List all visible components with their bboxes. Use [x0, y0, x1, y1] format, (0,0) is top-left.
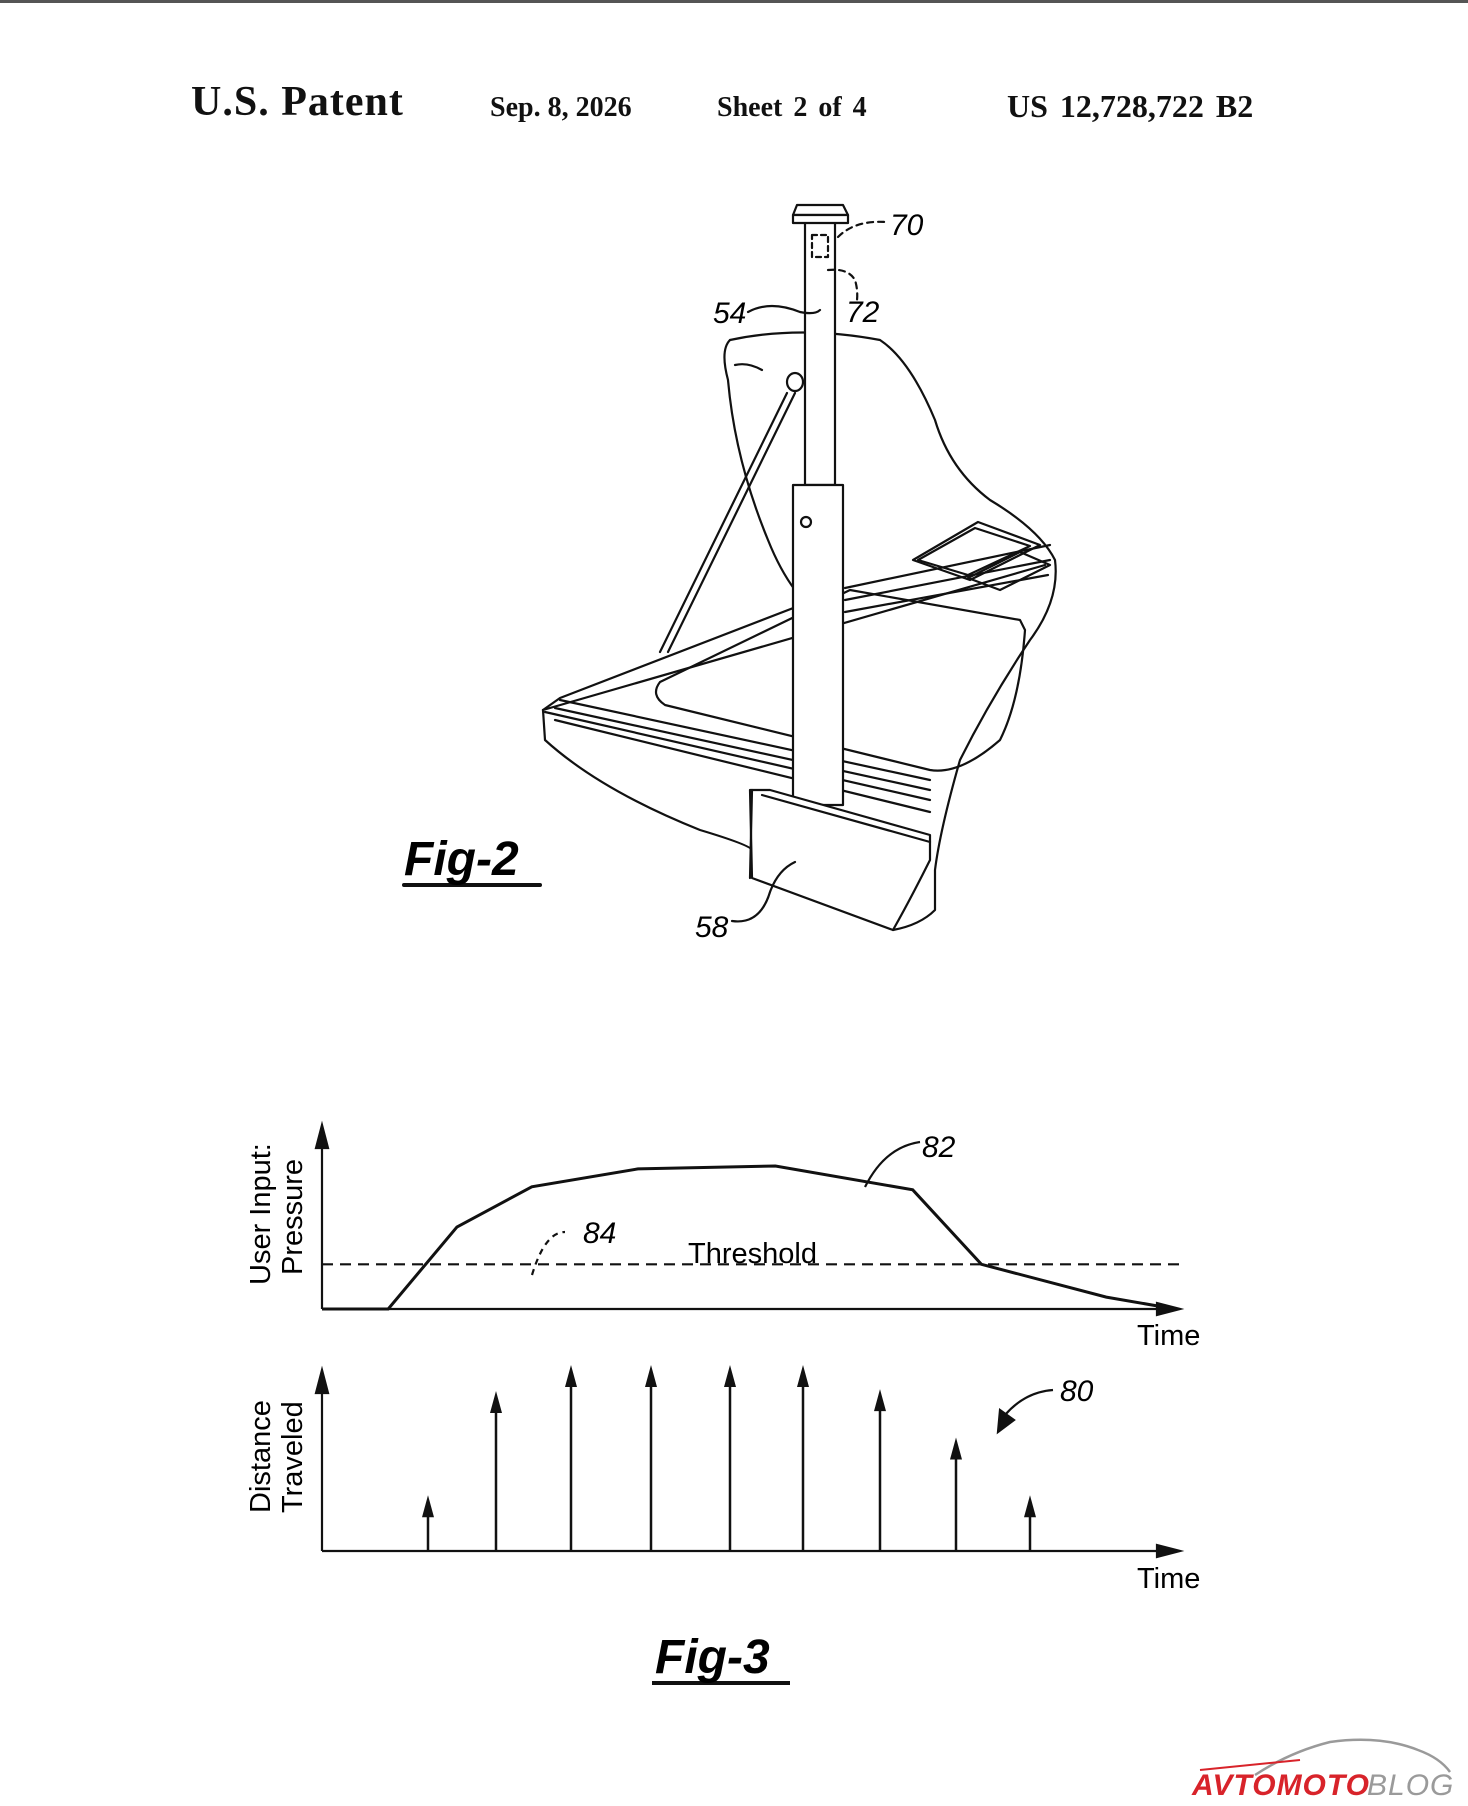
distance-arrows — [422, 1365, 1036, 1551]
distance-xlabel: Time — [1137, 1563, 1200, 1595]
leader-72 — [826, 268, 859, 302]
pressure-xlabel: Time — [1137, 1320, 1200, 1352]
leader-80 — [1004, 1388, 1054, 1416]
pressure-ylabel-line2: Pressure — [277, 1159, 309, 1275]
deck-panel — [541, 520, 1052, 852]
leader-82 — [864, 1140, 921, 1188]
distance-arrow-head — [724, 1365, 736, 1387]
distance-arrow-head — [874, 1389, 886, 1412]
ref-72: 72 — [846, 296, 880, 329]
sheet-number: Sheet 2 of 4 — [717, 92, 867, 123]
distance-chart-axes — [314, 1365, 1185, 1559]
telescoping-post — [791, 203, 850, 807]
threshold-label: Threshold — [688, 1238, 817, 1270]
distance-arrow-head — [645, 1365, 657, 1387]
top-border-line — [0, 0, 1468, 3]
leader-84 — [530, 1230, 566, 1276]
patent-number: US 12,728,722 B2 — [1007, 88, 1254, 124]
base-plate — [748, 788, 932, 932]
pressure-ylabel-line1: User Input: — [245, 1143, 277, 1285]
ref-84: 84 — [583, 1217, 616, 1250]
leader-80-arrowhead — [996, 1407, 1016, 1435]
leader-54 — [746, 304, 822, 315]
distance-arrow-head — [565, 1365, 577, 1387]
speed-line-icon — [1199, 1759, 1301, 1771]
ref-82: 82 — [922, 1131, 956, 1164]
leader-58 — [730, 860, 797, 923]
distance-arrow-head — [1024, 1495, 1036, 1518]
leader-70 — [836, 220, 888, 239]
ref-54: 54 — [713, 297, 746, 330]
ref-70: 70 — [890, 209, 924, 242]
ref-80: 80 — [1060, 1375, 1094, 1408]
patent-title: U.S. Patent — [191, 79, 404, 125]
seat-back — [723, 331, 1057, 932]
watermark-avtomoto: AVTOMOTO — [1191, 1769, 1370, 1802]
pressure-curve — [322, 1164, 1176, 1311]
ref-58: 58 — [695, 911, 729, 944]
distance-ylabel-line2: Traveled — [277, 1401, 309, 1513]
car-silhouette-icon — [1254, 1738, 1452, 1777]
fig3-label: Fig-3 — [655, 1631, 770, 1684]
distance-arrow-head — [950, 1437, 962, 1460]
distance-arrow-head — [422, 1495, 434, 1518]
support-rod — [658, 371, 805, 654]
distance-arrow-head — [797, 1365, 809, 1387]
patent-date: Sep. 8, 2026 — [490, 92, 632, 123]
fig2-label: Fig-2 — [404, 833, 519, 886]
watermark-blog: BLOG — [1367, 1769, 1454, 1802]
distance-arrow-head — [490, 1391, 502, 1414]
distance-ylabel-line1: Distance — [245, 1400, 277, 1513]
